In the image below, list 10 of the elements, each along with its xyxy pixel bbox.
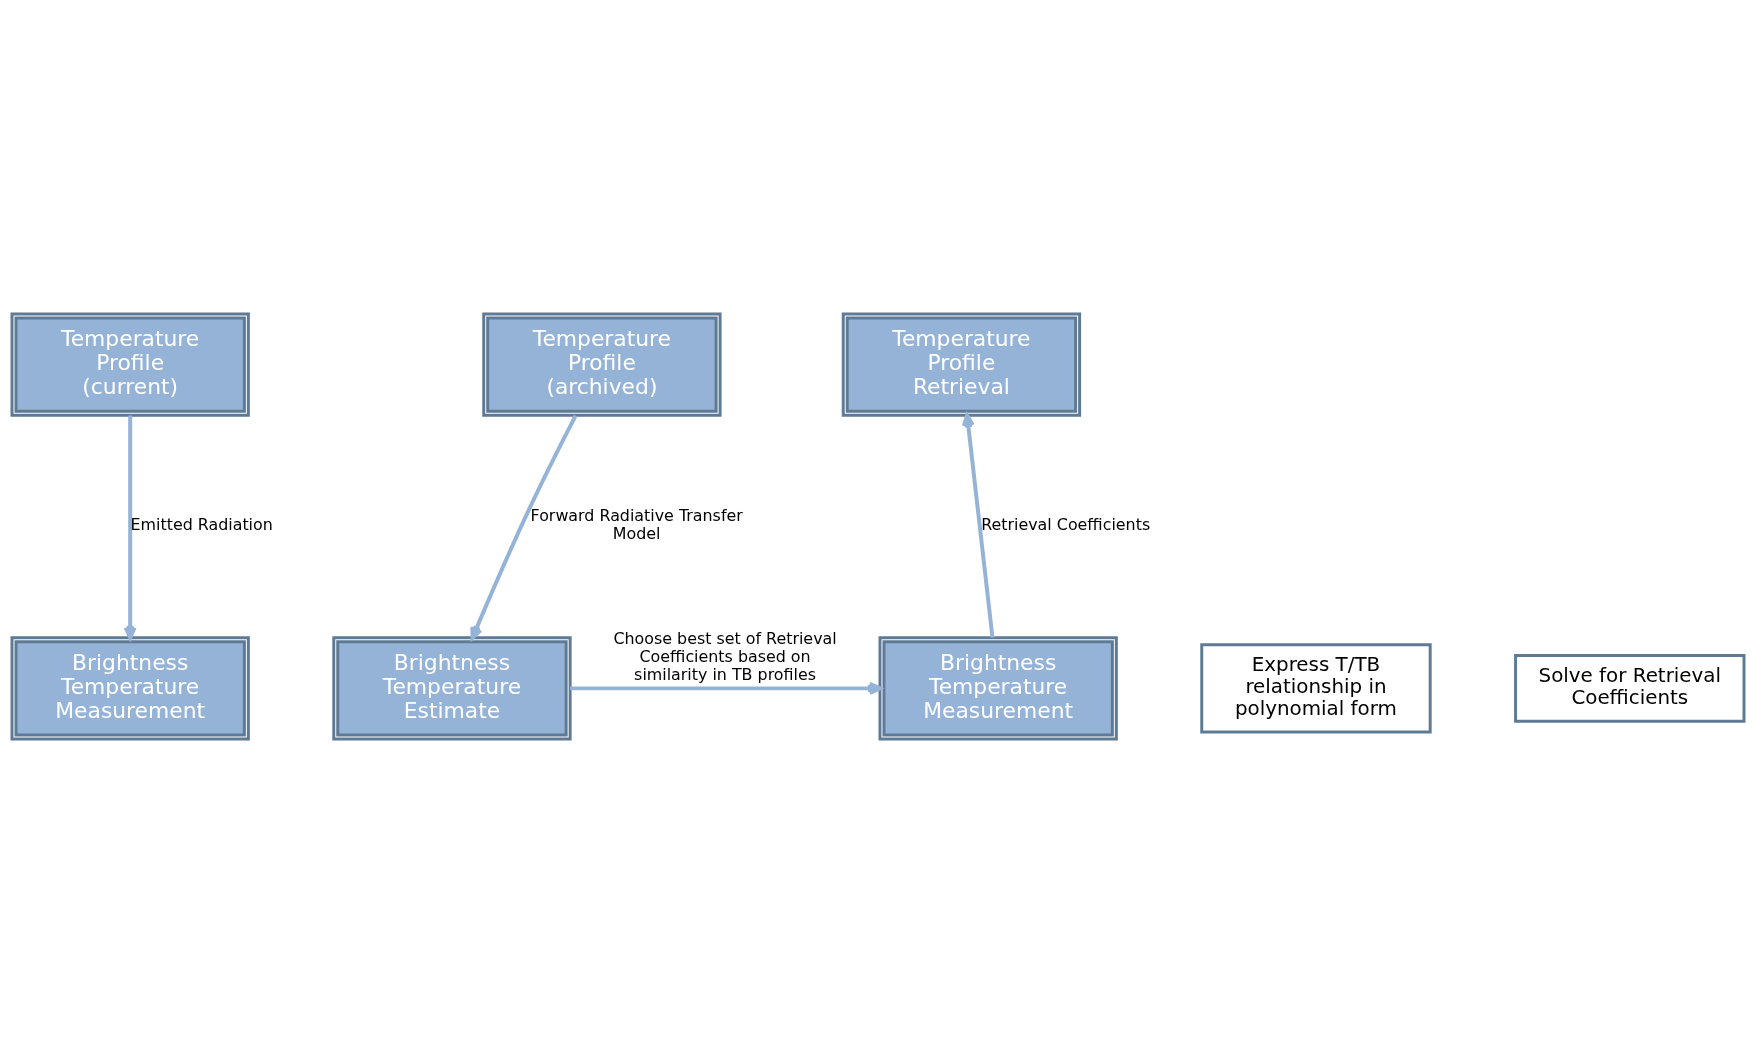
edge-label: Retrieval Coefficients [981,514,1151,534]
arrow [470,414,578,640]
edge-label: Choose best set of Retrieval Coefficients based on similarity in TB profiles [613,628,837,684]
arrow [961,412,995,638]
edge-label: Forward Radiative Transfer Model [530,505,743,543]
label: Solve for Retrieval Coefficients [1538,663,1722,709]
arrow [570,681,882,695]
arrow [123,415,137,640]
label: Express T/TB relationship in polynomial form [1235,653,1397,720]
edge-label: Emitted Radiation [130,514,273,534]
